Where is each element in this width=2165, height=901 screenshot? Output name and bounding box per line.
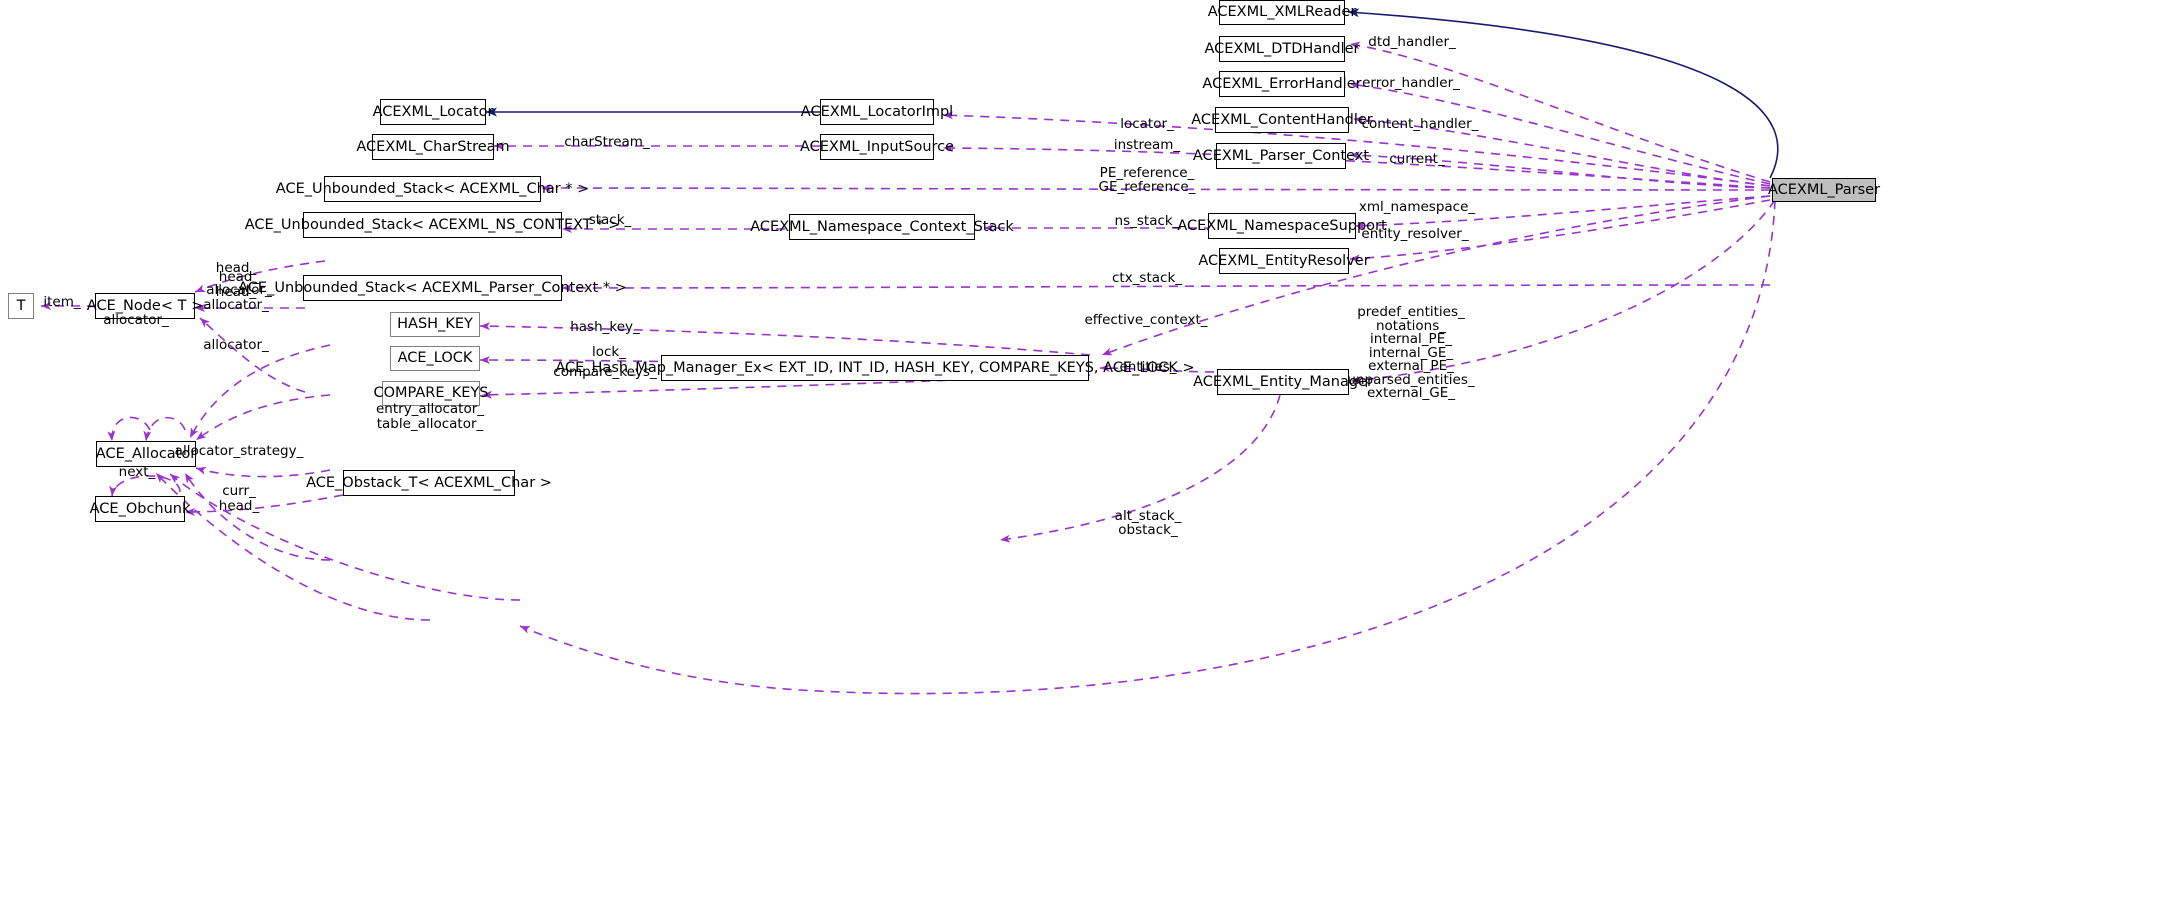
node-label: ACE_Obstack_T< ACEXML_Char > [306, 474, 552, 491]
node-acexml-errorhandler[interactable]: ACEXML_ErrorHandler [1202, 71, 1362, 97]
node-label: ACE_Obchunk [89, 500, 191, 517]
edge-label-ctx-stack: ctx_stack_ [1111, 270, 1183, 286]
edge-label-instream: instream_ [1113, 137, 1181, 153]
node-t[interactable]: T [8, 293, 34, 319]
node-label: ACEXML_DTDHandler [1204, 40, 1360, 57]
node-acexml-entityresolver[interactable]: ACEXML_EntityResolver [1198, 248, 1370, 274]
edge-label-curr-head: curr_ head_ [218, 483, 260, 514]
node-acexml-inputsource[interactable]: ACEXML_InputSource [800, 134, 954, 160]
edge-label-charstream: charStream_ [564, 134, 650, 150]
edge-label-pe-ge-reference: PE_reference_ GE_reference_ [1098, 165, 1196, 195]
node-acexml-parser-context[interactable]: ACEXML_Parser_Context [1193, 143, 1369, 169]
edge-label-lock: lock_ [591, 344, 627, 360]
edge-label-entry-table-allocator: entry_allocator_ table_allocator_ [375, 401, 485, 432]
node-acexml-parser[interactable]: ACEXML_Parser [1768, 178, 1880, 202]
node-acexml-namespacesupport[interactable]: ACEXML_NamespaceSupport [1177, 213, 1387, 239]
node-label: T [16, 297, 26, 314]
node-acexml-locatorimpl[interactable]: ACEXML_LocatorImpl [801, 99, 953, 125]
edge-label-error-handler: error_handler_ [1362, 75, 1460, 91]
node-label: ACEXML_ContentHandler [1191, 111, 1373, 128]
node-label: ACEXML_EntityResolver [1198, 252, 1370, 269]
node-label: ACEXML_Namespace_Context_Stack [750, 218, 1014, 235]
node-ace-lock[interactable]: ACE_LOCK [390, 346, 480, 371]
edge-label-allocator-self: allocator_ [103, 312, 169, 328]
node-label: ACEXML_ErrorHandler [1202, 75, 1362, 92]
edge-label-alt-stack-obstack: alt_stack_ obstack_ [1114, 508, 1182, 538]
node-label: ACEXML_NamespaceSupport [1177, 217, 1387, 234]
node-label: ACEXML_InputSource [799, 138, 955, 155]
node-acexml-namespace-context-stack[interactable]: ACEXML_Namespace_Context_Stack [750, 214, 1014, 240]
node-label: COMPARE_KEYS [373, 385, 489, 402]
node-label: HASH_KEY [397, 316, 473, 333]
node-label: ACEXML_Locator [372, 103, 494, 120]
edge-label-entity-fields: predef_entities_ notations_ internal_PE_… [1347, 304, 1475, 401]
node-unbounded-stack-parser-context[interactable]: ACE_Unbounded_Stack< ACEXML_Parser_Conte… [238, 275, 627, 301]
node-acexml-charstream[interactable]: ACEXML_CharStream [356, 134, 510, 160]
node-unbounded-stack-ns-context[interactable]: ACE_Unbounded_Stack< ACEXML_NS_CONTEXT *… [245, 212, 620, 238]
node-label: ACE_Unbounded_Stack< ACEXML_Char * > [275, 180, 590, 197]
node-label: ACEXML_Parser [1767, 181, 1881, 198]
edge-label-stack: stack_ [588, 212, 632, 228]
node-acexml-dtdhandler[interactable]: ACEXML_DTDHandler [1205, 36, 1360, 62]
edge-label-allocator-strategy: allocator_strategy_ [174, 443, 304, 459]
node-label: ACE_LOCK [397, 350, 473, 367]
node-acexml-contenthandler[interactable]: ACEXML_ContentHandler [1191, 107, 1373, 133]
node-ace-hash-map-manager-ex[interactable]: ACE_Hash_Map_Manager_Ex< EXT_ID, INT_ID,… [555, 355, 1195, 381]
edge-label-current: current_ [1389, 151, 1445, 167]
node-ace-node[interactable]: ACE_Node< T > [87, 293, 203, 319]
node-label: ACEXML_CharStream [356, 138, 510, 155]
node-label: ACEXML_Entity_Manager [1193, 373, 1373, 390]
edge-label-ns-stack: ns_stack_ [1114, 213, 1180, 229]
edge-label-head-1: head_ [215, 260, 257, 276]
node-label: ACE_Hash_Map_Manager_Ex< EXT_ID, INT_ID,… [555, 359, 1195, 376]
node-hash-key[interactable]: HASH_KEY [390, 312, 480, 337]
node-label: ACE_Unbounded_Stack< ACEXML_NS_CONTEXT *… [244, 216, 621, 233]
edge-label-dtd-handler: dtd_handler_ [1368, 34, 1456, 50]
edge-label-compare-keys: compare_keys_ [553, 364, 657, 380]
node-label: ACE_Allocator [95, 445, 197, 462]
edge-label-effective-context: effective_context_ [1084, 312, 1208, 328]
edge-label-content-handler: content_handler_ [1361, 116, 1479, 132]
node-ace-allocator[interactable]: ACE_Allocator [96, 441, 196, 467]
node-ace-obstack-t[interactable]: ACE_Obstack_T< ACEXML_Char > [306, 470, 552, 496]
node-label: ACEXML_XMLReader [1207, 4, 1357, 21]
edge-label-head-allocator-1: head_ allocator_ [203, 284, 269, 313]
node-label: ACE_Unbounded_Stack< ACEXML_Parser_Conte… [238, 279, 627, 296]
node-unbounded-stack-char[interactable]: ACE_Unbounded_Stack< ACEXML_Char * > [276, 176, 589, 202]
edge-label-next: next_ [118, 464, 156, 480]
edge-label-allocator-2: allocator_ [203, 337, 269, 353]
node-ace-obchunk[interactable]: ACE_Obchunk [90, 496, 190, 522]
edge-label-entities: entities_ [1119, 359, 1177, 375]
edge-label-item: item_ [43, 294, 81, 310]
edge-label-locator: locator_ [1120, 116, 1174, 132]
node-label: ACEXML_Parser_Context [1192, 147, 1370, 164]
edge-label-hash-key: hash_key_ [570, 319, 640, 335]
node-compare-keys[interactable]: COMPARE_KEYS [374, 381, 489, 406]
node-label: ACE_Node< T > [86, 297, 204, 314]
edge-label-xml-namespace: xml_namespace_ [1358, 199, 1476, 215]
node-acexml-entity-manager[interactable]: ACEXML_Entity_Manager [1193, 369, 1373, 395]
node-label: ACEXML_LocatorImpl [800, 103, 954, 120]
node-acexml-xmlreader[interactable]: ACEXML_XMLReader [1208, 0, 1356, 25]
node-acexml-locator[interactable]: ACEXML_Locator [373, 99, 493, 125]
edge-label-entity-resolver: entity_resolver_ [1361, 226, 1469, 242]
edge-label-head-allocator-2: head_ allocator_ [206, 269, 272, 298]
